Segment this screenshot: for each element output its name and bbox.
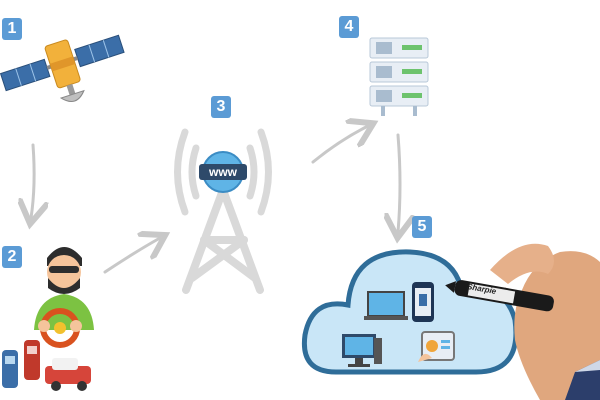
driver-icon	[34, 247, 94, 348]
step-1-badge: 1	[2, 18, 22, 40]
hand-with-marker-icon	[445, 243, 600, 400]
cell-tower-icon	[174, 128, 272, 294]
server-icon	[369, 37, 429, 116]
step-4-badge: 4	[339, 16, 359, 38]
step-3-badge: 3	[211, 96, 231, 118]
step-5-badge: 5	[412, 216, 432, 238]
tablet-icon	[418, 331, 455, 362]
www-label-bg	[199, 164, 247, 180]
arrow-satellite-to-driver	[31, 143, 34, 218]
arrow-driver-to-tower	[103, 238, 160, 274]
car-icons	[2, 340, 91, 391]
phone-icon	[412, 282, 434, 322]
step-2-badge: 2	[2, 246, 22, 268]
cloud-icon	[301, 249, 519, 375]
arrow-server-to-cloud	[398, 133, 400, 232]
www-label: www	[208, 165, 237, 179]
satellite-icon	[0, 34, 125, 103]
arrows	[31, 126, 400, 274]
arrow-tower-to-server	[311, 126, 368, 164]
desktop-computer-icon	[342, 334, 382, 367]
monitor-icon	[364, 291, 408, 320]
